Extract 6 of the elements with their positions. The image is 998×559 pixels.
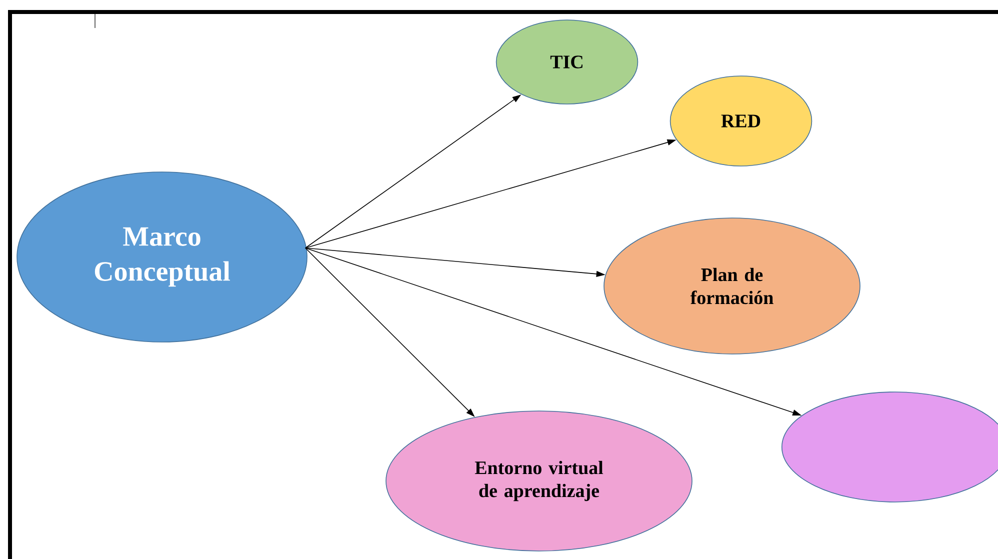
ellipse-node: Entorno virtual de aprendizaje	[386, 410, 692, 552]
ellipse-node: RED	[670, 76, 812, 166]
ellipse-node	[781, 392, 998, 502]
ellipse-node: Marco Conceptual	[16, 172, 308, 342]
ellipse-node: Plan de formación	[604, 218, 860, 354]
ellipse-node: TIC	[496, 20, 638, 104]
